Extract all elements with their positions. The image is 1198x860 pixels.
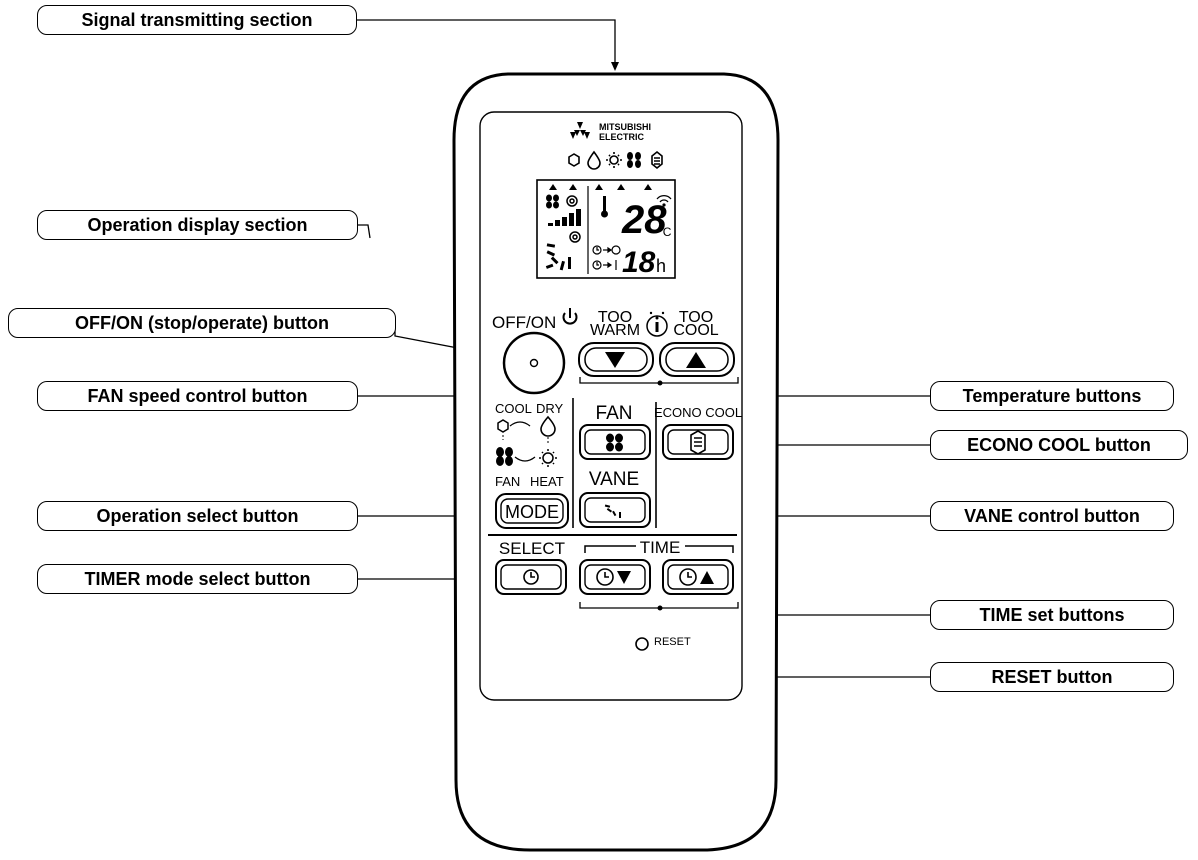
select-label: SELECT [499, 539, 565, 558]
callout-display: Operation display section [37, 210, 358, 240]
mode-indicator-arrows [549, 184, 652, 190]
fan-button-label: FAN [596, 403, 633, 424]
too-warm-line1: TOO [598, 309, 632, 326]
clock-icon [679, 568, 697, 586]
too-cool-line1: TOO [679, 309, 713, 326]
temperature-readout: 28 [621, 198, 667, 242]
dry-mode-icon [587, 150, 601, 170]
too-warm-line2: WARM [590, 322, 640, 339]
down-arrow-icon [617, 571, 631, 584]
vane-button-label: VANE [589, 469, 639, 490]
time-label: TIME [640, 538, 681, 557]
signal-arrow-icon [611, 62, 619, 71]
mode-button[interactable]: MODE [495, 493, 569, 529]
timer-readout: 18 [622, 246, 656, 279]
mode-heat-label: HEAT [530, 474, 564, 489]
clock-icon [523, 569, 539, 585]
econo-cool-label: ECONO COOL [654, 405, 742, 420]
vane-icon [604, 504, 621, 518]
comfort-icon [646, 311, 668, 337]
callout-temperature: Temperature buttons [930, 381, 1174, 411]
mode-button-label: MODE [505, 502, 559, 522]
callout-fan-speed: FAN speed control button [37, 381, 358, 411]
timer-unit: h [656, 256, 666, 276]
fan-icon [606, 433, 623, 452]
brand-line2: ELECTRIC [599, 132, 645, 142]
vane-position-icon [545, 243, 571, 271]
econo-icon [690, 430, 706, 455]
heat-icon [539, 449, 557, 467]
offon-button[interactable] [502, 331, 566, 395]
callout-offon: OFF/ON (stop/operate) button [8, 308, 396, 338]
power-icon [562, 308, 578, 325]
remote-body [452, 72, 780, 852]
econo-mode-icon [651, 150, 663, 170]
callout-time-set: TIME set buttons [930, 600, 1174, 630]
brand-line1: MITSUBISHI [599, 122, 651, 132]
callout-timer-mode: TIMER mode select button [37, 564, 358, 594]
time-up-button[interactable] [662, 559, 734, 595]
lcd-display [536, 179, 676, 279]
auto-fan-icon [566, 195, 578, 207]
remote-panel [479, 111, 743, 701]
leader-signal [357, 19, 616, 68]
callout-reset: RESET button [930, 662, 1174, 692]
fan-button[interactable] [579, 424, 651, 460]
timer-on-icon [592, 260, 617, 270]
callout-vane: VANE control button [930, 501, 1174, 531]
timer-select-button[interactable] [495, 559, 567, 595]
too-cool-button[interactable] [659, 342, 735, 377]
mitsubishi-logo-icon [570, 122, 590, 139]
fan-mode-icon [627, 152, 641, 168]
mode-dry-label: DRY [536, 401, 564, 416]
timer-off-icon [592, 245, 621, 255]
callout-signal: Signal transmitting section [37, 5, 357, 35]
auto-vane-icon [569, 231, 581, 243]
time-down-button[interactable] [579, 559, 651, 595]
dry-icon [540, 415, 556, 437]
mode-fan-label: FAN [495, 474, 520, 489]
cool-icon [497, 419, 509, 433]
lcd-fan-icon [546, 194, 559, 209]
fan-speed-bars-icon [548, 209, 581, 226]
callout-econo: ECONO COOL button [930, 430, 1188, 460]
cool-mode-icon [568, 153, 580, 167]
clock-icon [596, 568, 614, 586]
vane-button[interactable] [579, 492, 651, 528]
leader-display [358, 224, 371, 239]
signal-icon [656, 195, 672, 207]
too-warm-button[interactable] [578, 342, 654, 377]
reset-label: RESET [654, 636, 691, 648]
reset-button[interactable] [635, 637, 649, 651]
up-arrow-icon [700, 571, 714, 584]
callout-op-select: Operation select button [37, 501, 358, 531]
temperature-unit: °C [658, 225, 672, 239]
fan-icon [496, 447, 513, 466]
offon-label: OFF/ON [492, 313, 556, 332]
mode-cool-label: COOL [495, 401, 532, 416]
heat-mode-icon [606, 152, 622, 168]
thermometer-icon [601, 196, 608, 218]
mode-icons-row [568, 150, 663, 170]
too-cool-line2: COOL [673, 322, 718, 339]
down-arrow-icon [605, 352, 625, 368]
econo-cool-button[interactable] [662, 424, 734, 460]
up-arrow-icon [686, 352, 706, 368]
